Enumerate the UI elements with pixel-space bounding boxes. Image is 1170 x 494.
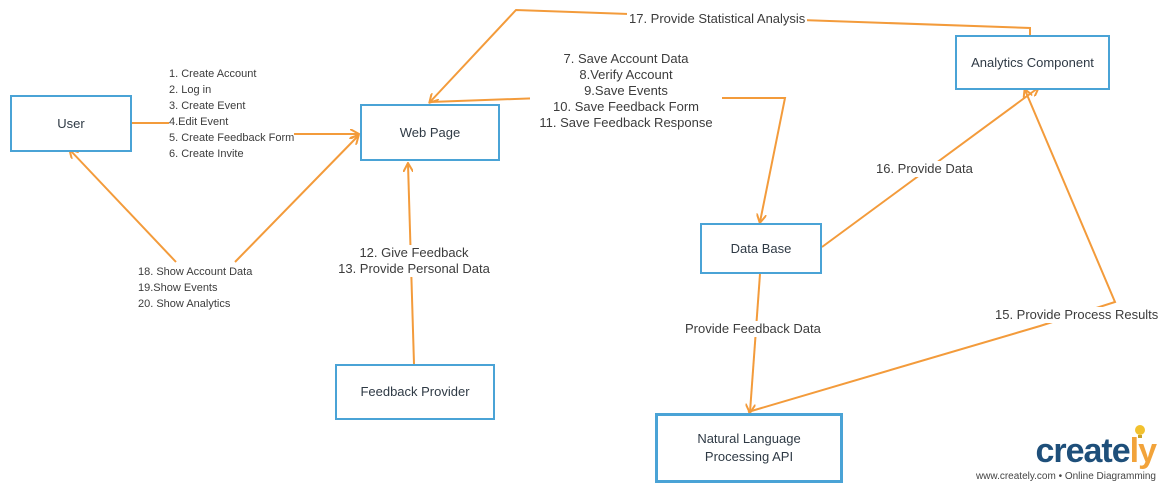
label-db-to-nlp: Provide Feedback Data bbox=[683, 321, 823, 337]
label-line: 11. Save Feedback Response bbox=[539, 115, 713, 130]
label-line: 6. Create Invite bbox=[169, 148, 244, 160]
node-feedback-provider-label: Feedback Provider bbox=[360, 384, 470, 399]
label-line: 4.Edit Event bbox=[169, 116, 229, 128]
label-web-to-db: 7. Save Account Data 8.Verify Account 9.… bbox=[530, 51, 722, 131]
lightbulb-icon bbox=[1135, 425, 1145, 438]
creately-tagline: www.creately.com • Online Diagramming bbox=[975, 471, 1156, 482]
edge-to-user bbox=[70, 150, 177, 263]
creately-branding: creately www.creately.com • Online Diagr… bbox=[975, 432, 1157, 482]
node-analytics-component[interactable]: Analytics Component bbox=[955, 35, 1110, 90]
label-feedback-to-web: 12. Give Feedback 13. Provide Personal D… bbox=[330, 245, 498, 277]
node-nlp-api[interactable]: Natural Language Processing API bbox=[655, 413, 843, 483]
label-line: 19.Show Events bbox=[138, 282, 218, 294]
edge-web-to-db-2 bbox=[718, 97, 787, 222]
label-line: 8.Verify Account bbox=[579, 67, 673, 82]
creately-logo: creately bbox=[976, 432, 1157, 470]
edge-db-to-nlp bbox=[750, 273, 761, 412]
label-line: 2. Log in bbox=[169, 84, 212, 96]
label-line: 10. Save Feedback Form bbox=[553, 99, 699, 114]
label-line: 20. Show Analytics bbox=[138, 298, 231, 310]
label-line: 12. Give Feedback bbox=[359, 245, 469, 260]
edge-web-to-user bbox=[234, 136, 358, 263]
node-nlp-label-1: Natural Language bbox=[697, 431, 801, 446]
edge-web-to-db bbox=[429, 98, 542, 102]
label-line: 5. Create Feedback Form bbox=[169, 132, 295, 144]
label-line: 3. Create Event bbox=[169, 100, 246, 112]
node-user[interactable]: User bbox=[10, 95, 132, 152]
label-line: 9.Save Events bbox=[584, 83, 668, 98]
logo-accent: ly bbox=[1129, 432, 1157, 470]
logo-main: create bbox=[1035, 432, 1130, 470]
label-db-to-analytics: 16. Provide Data bbox=[874, 161, 975, 177]
label-web-to-user: 18. Show Account Data 19.Show Events 20.… bbox=[138, 264, 253, 312]
label-user-to-web: 1. Create Account 2. Log in 3. Create Ev… bbox=[169, 66, 295, 162]
node-data-base[interactable]: Data Base bbox=[700, 223, 822, 274]
node-nlp-label-2: Processing API bbox=[704, 449, 794, 464]
node-analytics-label: Analytics Component bbox=[971, 54, 1094, 70]
node-web-page-label: Web Page bbox=[399, 124, 461, 140]
label-line: 13. Provide Personal Data bbox=[338, 261, 490, 276]
label-line: 18. Show Account Data bbox=[138, 266, 253, 278]
node-user-label: User bbox=[57, 115, 85, 131]
node-data-base-label: Data Base bbox=[730, 240, 792, 256]
node-feedback-provider[interactable]: Feedback Provider bbox=[335, 364, 495, 420]
label-analytics-to-web: 17. Provide Statistical Analysis bbox=[627, 11, 808, 27]
label-nlp-to-analytics: 15. Provide Process Results bbox=[993, 307, 1161, 323]
node-web-page[interactable]: Web Page bbox=[360, 104, 500, 161]
label-line: 1. Create Account bbox=[169, 68, 257, 80]
label-line: 7. Save Account Data bbox=[563, 51, 689, 66]
